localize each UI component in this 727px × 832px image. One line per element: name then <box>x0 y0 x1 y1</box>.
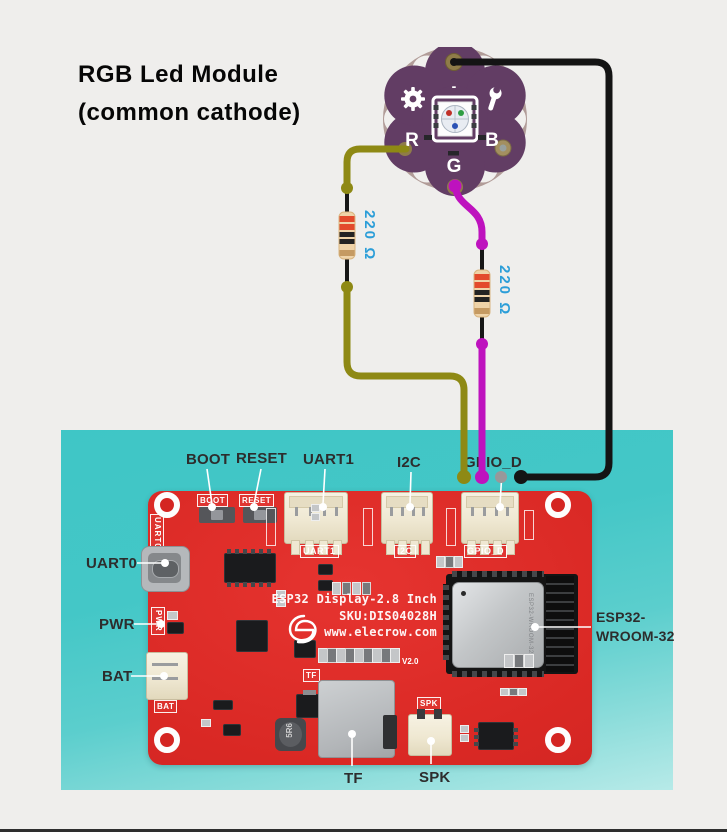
resistor-right-value: 220 Ω <box>496 265 513 317</box>
silk-pinbox <box>266 508 276 546</box>
ic-qfn <box>474 722 518 750</box>
title-line2: (common cathode) <box>78 99 301 126</box>
annotation-uart1: UART1 <box>303 451 355 468</box>
led-blue-die <box>452 123 458 129</box>
smd-component <box>223 724 241 736</box>
ic-qfn <box>236 620 268 652</box>
silk-uart0: UART0 <box>150 514 164 552</box>
esp32-shield: ESP32-WROOM-32 <box>452 582 544 668</box>
annotation-esp32-line2: WROOM-32 <box>596 628 675 644</box>
led-frame <box>431 95 479 143</box>
resistor-left-value: 220 Ω <box>361 210 378 262</box>
annotation-boot: BOOT <box>186 451 231 468</box>
silk-website: www.elecrow.com <box>324 625 437 639</box>
smd-component <box>504 654 514 668</box>
spk-connector <box>408 709 452 756</box>
module-b-label: B <box>485 130 499 151</box>
smd-component <box>509 688 518 696</box>
silk-bat: BAT <box>154 700 178 713</box>
smd-component <box>167 611 178 620</box>
annotation-uart0: UART0 <box>86 555 138 572</box>
smd-component <box>500 688 509 696</box>
usb-c-port <box>141 546 190 592</box>
silk-sku: SKU:DIS04028H <box>339 608 437 623</box>
gray-pin-dot <box>495 471 507 483</box>
annotation-gpio-d: GPIO_D <box>464 454 522 471</box>
board-silk-text: ESP32 Display-2.8 Inch SKU:DIS04028H www… <box>270 591 437 641</box>
annotation-esp32-line1: ESP32- <box>596 609 646 625</box>
smd-component <box>342 582 351 595</box>
silk-spk: SPK <box>417 697 441 710</box>
mounting-hole <box>154 727 180 753</box>
module-g-label: G <box>447 156 462 177</box>
mounting-hole <box>545 727 571 753</box>
smd-component <box>445 556 454 568</box>
i2c-connector <box>381 492 433 555</box>
esp32-antenna <box>546 576 574 672</box>
module-minus-label: - <box>452 78 457 94</box>
silk-board-title: ESP32 Display-2.8 Inch <box>271 592 437 606</box>
mounting-hole <box>545 492 571 518</box>
smd-component <box>311 513 320 521</box>
silk-pinbox <box>446 508 456 546</box>
gpio-d-connector <box>461 492 519 555</box>
smd-component <box>460 734 469 742</box>
inductor: 5R6 <box>275 718 306 751</box>
smd-component <box>518 688 527 696</box>
boot-button <box>199 507 235 523</box>
smd-component <box>454 556 463 568</box>
reset-button <box>243 507 277 523</box>
module-r-label: R <box>405 130 419 151</box>
silk-i2c: I2C <box>394 545 416 558</box>
silk-gpio-d: GPIO_D <box>464 545 508 558</box>
bottom-edge-line <box>0 829 727 832</box>
gear-icon <box>401 87 425 111</box>
smd-component <box>276 599 286 607</box>
ic-soic <box>224 549 276 587</box>
annotation-esp32-wroom: ESP32- WROOM-32 <box>596 608 675 646</box>
resistor-right <box>473 269 491 318</box>
esp32-display-board: BOOT RESET <box>141 491 592 765</box>
page-title: RGB Led Module (common cathode) <box>78 56 301 132</box>
tf-card-slot <box>318 680 397 758</box>
resistor-left <box>338 211 356 260</box>
board-photo: BOOT RESET <box>61 430 673 790</box>
silk-pinbox <box>524 510 534 540</box>
smd-component <box>390 648 400 663</box>
smd-component <box>460 725 469 733</box>
led-green-die <box>458 110 464 116</box>
title-line1: RGB Led Module <box>78 61 279 88</box>
annotation-spk: SPK <box>419 769 451 786</box>
smd-component <box>352 582 361 595</box>
annotation-i2c: I2C <box>397 454 421 471</box>
wire-common-black <box>451 58 613 481</box>
elecrow-logo <box>288 614 317 644</box>
smd-component <box>436 556 445 568</box>
wire-r-olive <box>343 145 468 481</box>
annotation-pwr: PWR <box>99 616 135 633</box>
wire-g-magenta <box>451 179 486 481</box>
silk-tf: TF <box>303 669 320 682</box>
wrench-icon <box>488 86 502 111</box>
silk-uart1: UART1 <box>300 545 339 558</box>
smd-component <box>318 564 333 575</box>
smd-component <box>276 590 286 598</box>
led-red-die <box>446 110 452 116</box>
mounting-hole <box>154 492 180 518</box>
annotation-tf: TF <box>344 770 363 787</box>
smd-component <box>362 582 371 595</box>
smd-component <box>332 582 341 595</box>
annotation-bat: BAT <box>102 668 133 685</box>
smd-component <box>167 622 184 634</box>
smd-component <box>213 700 233 710</box>
silk-pinbox <box>363 508 373 546</box>
annotation-reset: RESET <box>236 450 288 467</box>
silk-version: V2.0 <box>402 657 419 666</box>
smd-component <box>524 654 534 668</box>
smd-component <box>514 654 524 668</box>
smd-component <box>201 719 211 727</box>
